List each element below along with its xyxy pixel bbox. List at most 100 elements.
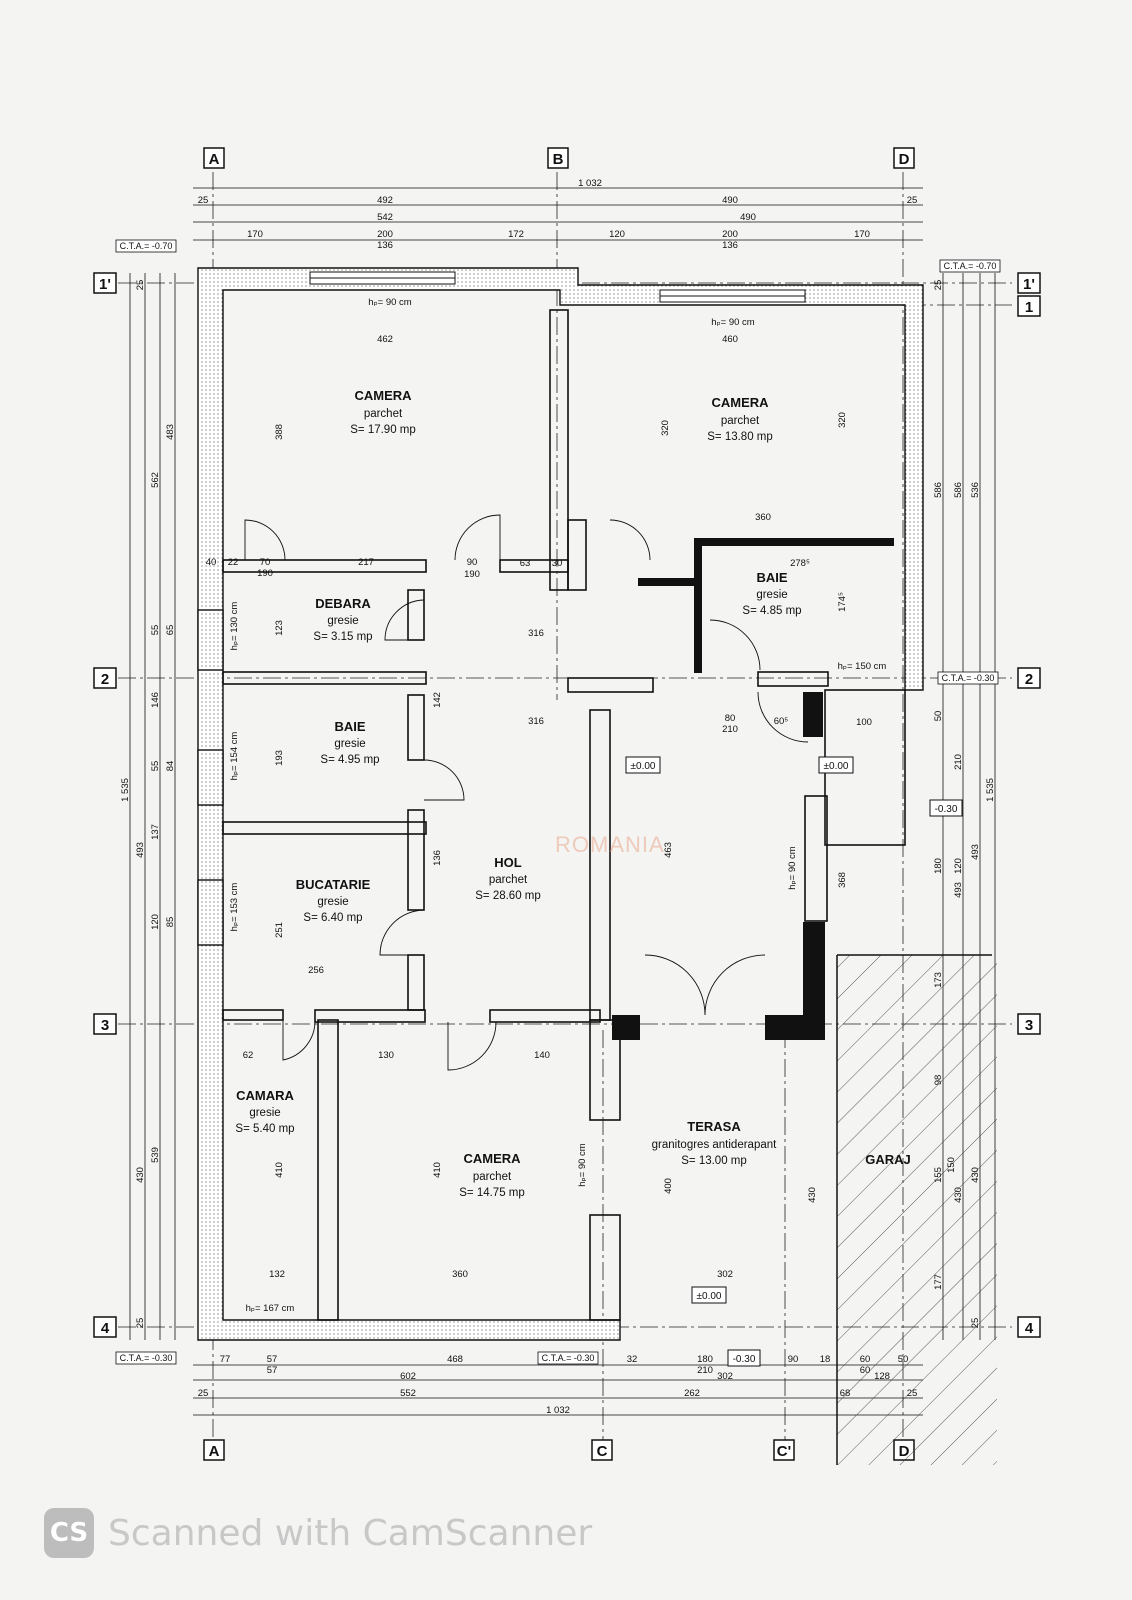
dimension-text-left: 1 535 25 25 483 562 55 65 146 55 84 137 … [120, 280, 176, 1329]
svg-text:DEBARA: DEBARA [315, 596, 371, 611]
svg-text:S= 13.80 mp: S= 13.80 mp [707, 431, 773, 443]
dim: 302 [717, 1269, 733, 1280]
dim: 77 [220, 1354, 231, 1365]
svg-text:S= 17.90 mp: S= 17.90 mp [350, 424, 416, 436]
dim: 180 [697, 1354, 713, 1365]
dim: 190 [464, 569, 480, 580]
dim: 262 [684, 1388, 700, 1399]
dim: 539 [150, 1147, 161, 1163]
svg-text:BUCATARIE: BUCATARIE [296, 877, 371, 892]
dim: 490 [740, 212, 756, 223]
axis-bottom-a: A [209, 1443, 220, 1460]
dim: 320 [837, 412, 848, 428]
dim-top-total: 1 032 [578, 178, 602, 189]
dim: 84 [165, 761, 176, 772]
garage-outline [836, 954, 992, 1465]
room-terasa: TERASA granitogres antiderapant S= 13.00… [652, 1119, 777, 1167]
dim: 316 [528, 716, 544, 727]
dim: 22 [228, 557, 239, 568]
cta-top-right: C.T.A.= -0.70 [944, 261, 997, 271]
dim: 256 [308, 965, 324, 976]
door-swings [244, 514, 809, 1071]
dim: 316 [528, 628, 544, 639]
svg-text:S= 13.00 mp: S= 13.00 mp [681, 1155, 747, 1167]
dim: hₚ= 154 cm [229, 732, 240, 781]
dim: hₚ= 90 cm [711, 317, 754, 328]
svg-text:S= 28.60 mp: S= 28.60 mp [475, 890, 541, 902]
dim: 586 [933, 482, 944, 498]
dim: 62 [243, 1050, 254, 1061]
level-entry: ±0.00 [824, 761, 849, 772]
dim: 251 [274, 922, 285, 938]
dim: 32 [627, 1354, 638, 1365]
dim: 25 [135, 1318, 146, 1329]
axis-left-1p: 1' [99, 276, 111, 293]
dim: 120 [150, 914, 161, 930]
dim: 136 [377, 240, 393, 251]
bathroom-walls-heavy [612, 538, 894, 1040]
dim: 90 [467, 557, 478, 568]
room-camera-1: CAMERA parchet S= 17.90 mp [350, 388, 416, 436]
dim: hₚ= 90 cm [577, 1143, 588, 1186]
dim: 55 [150, 625, 161, 636]
faint-watermark: ROMANIA [555, 832, 665, 857]
axis-top-b: B [553, 151, 564, 168]
dim: 25 [198, 195, 209, 206]
garage-hatch [837, 955, 997, 1465]
dim: hₚ= 90 cm [787, 846, 798, 889]
sill-heights: hₚ= 90 cm hₚ= 90 cm hₚ= 130 cm hₚ= 154 c… [229, 297, 886, 1314]
svg-text:GARAJ: GARAJ [865, 1152, 911, 1167]
svg-text:parchet: parchet [721, 415, 760, 427]
svg-text:CAMERA: CAMERA [354, 388, 412, 403]
axis-right-1p: 1' [1023, 276, 1035, 293]
dim: 172 [508, 229, 524, 240]
dim-bottom-total: 1 032 [546, 1405, 570, 1416]
dim: 180 [933, 858, 944, 874]
exterior-walls [197, 267, 924, 1341]
svg-text:S= 14.75 mp: S= 14.75 mp [459, 1187, 525, 1199]
svg-text:HOL: HOL [494, 855, 522, 870]
dim: 430 [135, 1167, 146, 1183]
room-camera-3: CAMERA parchet S= 14.75 mp [459, 1151, 525, 1199]
room-garaj: GARAJ [865, 1152, 911, 1167]
dim: 65 [165, 625, 176, 636]
axis-left-2: 2 [101, 671, 109, 688]
dim: 552 [400, 1388, 416, 1399]
svg-text:granitogres antiderapant: granitogres antiderapant [652, 1139, 777, 1151]
svg-text:gresie: gresie [249, 1107, 280, 1119]
level-step: -0.30 [935, 804, 958, 815]
dim: 210 [722, 724, 738, 735]
level-terasa: ±0.00 [697, 1291, 722, 1302]
svg-text:parchet: parchet [473, 1171, 512, 1183]
camscanner-text: Scanned with CamScanner [108, 1512, 593, 1554]
dim: 536 [970, 482, 981, 498]
axis-right-4: 4 [1025, 1320, 1034, 1337]
svg-text:BAIE: BAIE [334, 719, 365, 734]
dim-right-total: 1 535 [985, 778, 996, 802]
dim-left-total: 1 535 [120, 778, 131, 802]
dim: 430 [807, 1187, 818, 1203]
dim: 70 [260, 557, 271, 568]
dim: 210 [697, 1365, 713, 1376]
dim: 493 [135, 842, 146, 858]
dim: 174⁵ [837, 592, 848, 612]
dim: 25 [907, 195, 918, 206]
dim: 193 [274, 750, 285, 766]
dim: 400 [663, 1178, 674, 1194]
dim: hₚ= 150 cm [838, 661, 887, 672]
dim: 410 [274, 1162, 285, 1178]
svg-text:CAMERA: CAMERA [463, 1151, 521, 1166]
svg-text:gresie: gresie [334, 738, 365, 750]
dimension-text-top: 1 032 25 492 490 25 542 490 170 200 136 … [198, 178, 918, 251]
dim: 18 [820, 1354, 831, 1365]
room-baie-1: BAIE gresie S= 4.85 mp [742, 570, 801, 617]
axis-left-4: 4 [101, 1320, 110, 1337]
dim: 170 [854, 229, 870, 240]
dim: 85 [165, 917, 176, 928]
dim: 210 [953, 754, 964, 770]
dim: 320 [660, 420, 671, 436]
dim: 130 [378, 1050, 394, 1061]
dim: 80 [725, 713, 736, 724]
dim: 360 [452, 1269, 468, 1280]
svg-text:S= 4.85 mp: S= 4.85 mp [742, 605, 801, 617]
